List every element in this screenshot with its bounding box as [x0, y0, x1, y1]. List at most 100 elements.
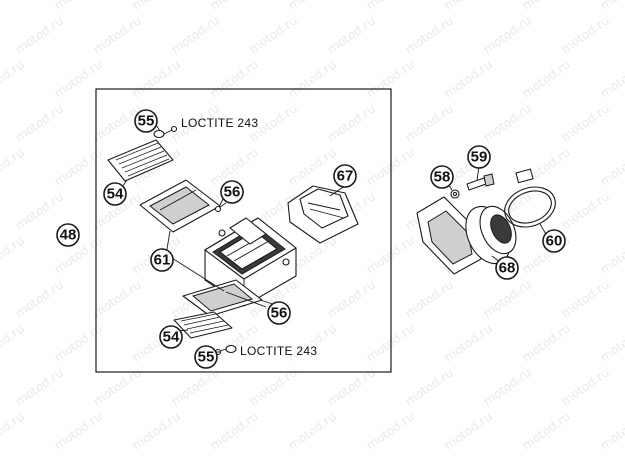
watermark-text: motod.ru [130, 409, 183, 452]
watermark-text: motod.ru [52, 321, 105, 364]
reed-petal-bottom [173, 311, 233, 339]
reed-plate-bottom [182, 279, 267, 317]
watermark-text: motod.ru [598, 409, 625, 452]
loctite-note-bottom: LOCTITE 243 [240, 344, 317, 358]
reed-plate-top [139, 179, 221, 233]
watermark-text: motod.ru [0, 0, 27, 12]
watermark-text: motod.ru [403, 13, 456, 56]
watermark-text: motod.ru [598, 233, 625, 276]
intake-flange [416, 196, 517, 275]
watermark-text: motod.ru [13, 13, 66, 56]
watermark-text: motod.ru [130, 57, 183, 100]
watermark-text: motod.ru [442, 321, 495, 364]
watermark-text: motod.ru [559, 189, 612, 232]
watermark-text: motod.ru [208, 57, 261, 100]
watermark-text: motod.ru [325, 277, 378, 320]
callout-48: 48 [56, 223, 80, 247]
watermark-text: motod.ru [325, 101, 378, 144]
watermark-text: motod.ru [247, 13, 300, 56]
callout-67: 67 [333, 164, 357, 188]
callout-label: 48 [60, 227, 77, 244]
pin-top [214, 202, 227, 213]
watermark-text: motod.ru [13, 189, 66, 232]
watermark-text: motod.ru [52, 57, 105, 100]
cover-part [287, 185, 359, 244]
screw-top [153, 125, 178, 139]
watermark-text: motod.ru [208, 0, 261, 12]
callout-label: 55 [198, 349, 215, 366]
reed-petal-top [107, 139, 174, 182]
watermark-text: motod.ru [520, 321, 573, 364]
watermark-text: motod.ru [598, 145, 625, 188]
watermark-text: motod.ru [0, 233, 27, 276]
callout-label: 54 [163, 329, 180, 346]
watermark-text: motod.ru [208, 409, 261, 452]
watermark-text: motod.ru [559, 101, 612, 144]
callout-label: 68 [499, 260, 516, 277]
watermark-text: motod.ru [364, 233, 417, 276]
watermark-text: motod.ru [598, 321, 625, 364]
watermark-text: motod.ru [481, 101, 534, 144]
watermark-text: motod.ru [364, 145, 417, 188]
callout-label: 55 [138, 113, 155, 130]
watermark-text: motod.ru [130, 0, 183, 12]
callout-58: 58 [430, 165, 454, 189]
watermark-text: motod.ru [0, 57, 27, 100]
watermark-text: motod.ru [559, 277, 612, 320]
watermark-text: motod.ru [520, 0, 573, 12]
watermark-text: motod.ru [91, 13, 144, 56]
watermark-text: motod.ru [325, 13, 378, 56]
watermark-text: motod.ru [169, 13, 222, 56]
callout-54-bottom: 54 [159, 325, 183, 349]
watermark-text: motod.ru [559, 365, 612, 408]
washer [450, 189, 460, 199]
callout-54-top: 54 [103, 182, 127, 206]
watermark-text: motod.ru [286, 145, 339, 188]
watermark-text: motod.ru [13, 365, 66, 408]
watermark-text: motod.ru [481, 277, 534, 320]
watermark-text: motod.ru [52, 145, 105, 188]
watermark-text: motod.ru [286, 57, 339, 100]
watermark-text: motod.ru [442, 0, 495, 12]
screw-bottom [214, 344, 237, 356]
watermark-text: motod.ru [481, 365, 534, 408]
watermark-text: motod.ru [520, 57, 573, 100]
hose-clamp [504, 168, 556, 228]
callout-61: 61 [150, 248, 174, 272]
watermark-text: motod.ru [52, 409, 105, 452]
callout-label: 56 [224, 184, 241, 201]
assembly-frame [95, 88, 392, 373]
watermark-text: motod.ru [364, 409, 417, 452]
callout-label: 54 [107, 186, 124, 203]
watermark-text: motod.ru [520, 145, 573, 188]
callout-label: 61 [154, 252, 171, 269]
watermark-text: motod.ru [13, 277, 66, 320]
callout-56-bottom: 56 [267, 301, 291, 325]
callout-label: 60 [546, 233, 563, 250]
watermark-text: motod.ru [286, 409, 339, 452]
watermark-text: motod.ru [403, 365, 456, 408]
watermark-text: motod.ru [403, 277, 456, 320]
watermark-text: motod.ru [442, 57, 495, 100]
callout-55-top: 55 [134, 109, 158, 133]
watermark-text: motod.ru [91, 277, 144, 320]
loctite-note-top: LOCTITE 243 [181, 116, 258, 130]
watermark-text: motod.ru [13, 101, 66, 144]
callout-55-bottom: 55 [194, 345, 218, 369]
callout-56-top: 56 [220, 180, 244, 204]
watermark-text: motod.ru [403, 101, 456, 144]
watermark-text: motod.ru [0, 409, 27, 452]
callout-label: 67 [337, 168, 354, 185]
watermark-text: motod.ru [364, 57, 417, 100]
callout-label: 56 [271, 305, 288, 322]
bolt [466, 173, 495, 191]
watermark-text: motod.ru [481, 13, 534, 56]
watermark-text: motod.ru [559, 13, 612, 56]
watermark-text: motod.ru [286, 0, 339, 12]
watermark-text: motod.ru [364, 321, 417, 364]
watermark-text: motod.ru [442, 409, 495, 452]
watermark-text: motod.ru [598, 0, 625, 12]
callout-label: 58 [434, 169, 451, 186]
callout-59: 59 [467, 145, 491, 169]
